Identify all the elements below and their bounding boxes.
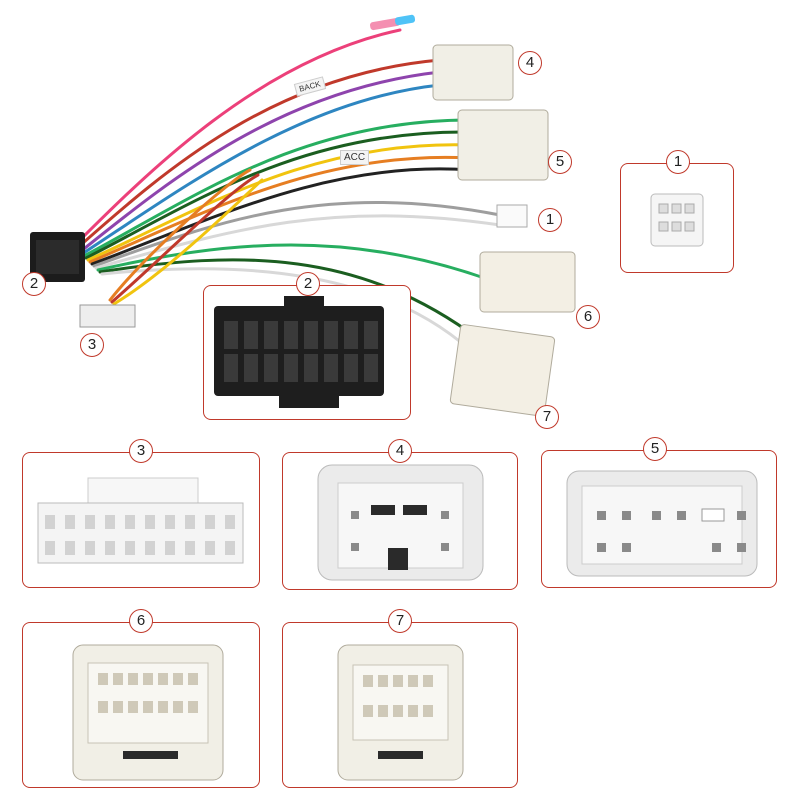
connector-panel-6 xyxy=(22,622,260,788)
connector-panel-3 xyxy=(22,452,260,588)
wiring-harness-image xyxy=(30,14,576,417)
connector-5-image xyxy=(566,470,758,577)
callout-7: 7 xyxy=(535,405,559,429)
callout-3: 3 xyxy=(80,333,104,357)
connector-6-image xyxy=(72,644,224,781)
callout-4: 4 xyxy=(518,51,542,75)
panel-2-label: 2 xyxy=(296,272,320,296)
panel-3-label: 3 xyxy=(129,439,153,463)
connector-3-image xyxy=(37,477,244,564)
callout-5: 5 xyxy=(548,150,572,174)
connector-panel-1 xyxy=(620,163,734,273)
connector-panel-2 xyxy=(203,285,411,420)
panel-6-label: 6 xyxy=(129,609,153,633)
panel-4-label: 4 xyxy=(388,439,412,463)
panel-7-label: 7 xyxy=(388,609,412,633)
callout-2: 2 xyxy=(22,272,46,296)
connector-panel-7 xyxy=(282,622,518,788)
connector-7-image xyxy=(337,644,464,781)
connector-2-image xyxy=(214,296,384,408)
connector-1-image xyxy=(650,193,704,247)
acc-tag: ACC xyxy=(340,150,370,165)
connector-4-image xyxy=(317,464,484,581)
connector-panel-4 xyxy=(282,452,518,590)
callout-1: 1 xyxy=(538,208,562,232)
panel-5-label: 5 xyxy=(643,437,667,461)
connector-panel-5 xyxy=(541,450,777,588)
panel-1-label: 1 xyxy=(666,150,690,174)
callout-6: 6 xyxy=(576,305,600,329)
